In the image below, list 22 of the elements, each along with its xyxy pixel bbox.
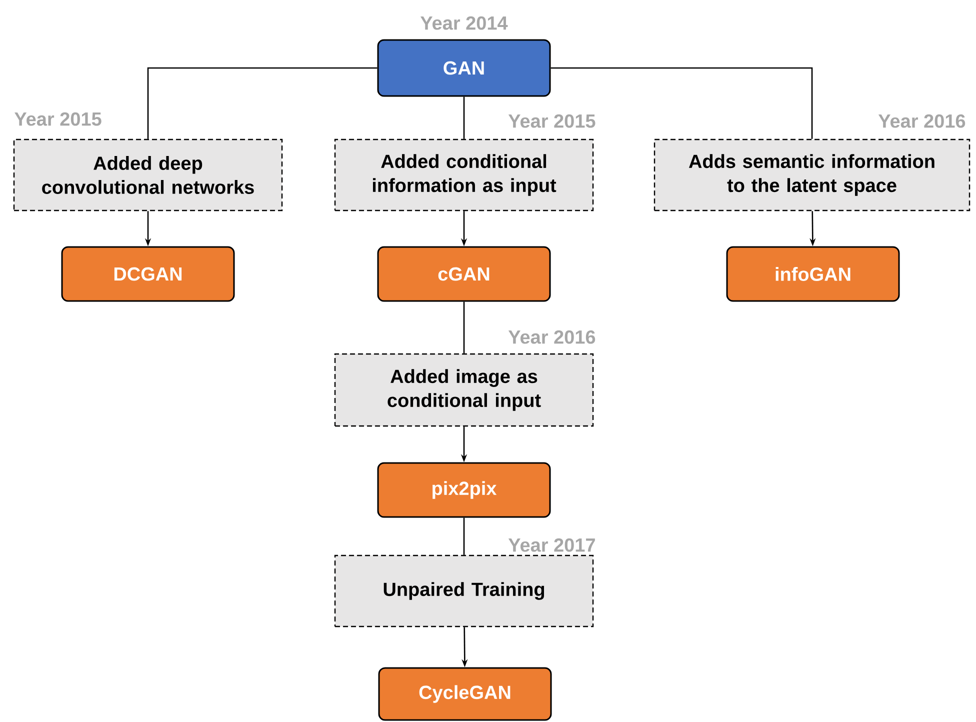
model-box: CycleGAN bbox=[378, 667, 552, 721]
connector-line bbox=[463, 518, 465, 555]
connector-line bbox=[463, 96, 465, 139]
year-label: Year 2015 bbox=[508, 114, 596, 128]
step-box: Added conditional information as input bbox=[334, 138, 594, 212]
connector-line bbox=[147, 67, 378, 139]
gan-box: GAN bbox=[377, 39, 551, 97]
year-label: Year 2015 bbox=[14, 112, 102, 126]
step-box: Added deep convolutional networks bbox=[13, 138, 283, 212]
model-box: DCGAN bbox=[61, 246, 235, 302]
year-label: Year 2017 bbox=[508, 538, 595, 552]
model-box: cGAN bbox=[377, 246, 551, 302]
step-box: Unpaired Training bbox=[334, 554, 594, 628]
year-label: Year 2016 bbox=[878, 114, 966, 128]
connector-line bbox=[463, 302, 465, 354]
model-box: pix2pix bbox=[377, 462, 551, 518]
step-box: Added image as conditional input bbox=[334, 353, 594, 427]
connector-line bbox=[550, 67, 813, 139]
step-box: Adds semantic information to the latent space bbox=[654, 138, 970, 212]
model-box: infoGAN bbox=[726, 246, 900, 302]
year-label: Year 2014 bbox=[420, 16, 508, 30]
year-label: Year 2016 bbox=[508, 330, 596, 344]
